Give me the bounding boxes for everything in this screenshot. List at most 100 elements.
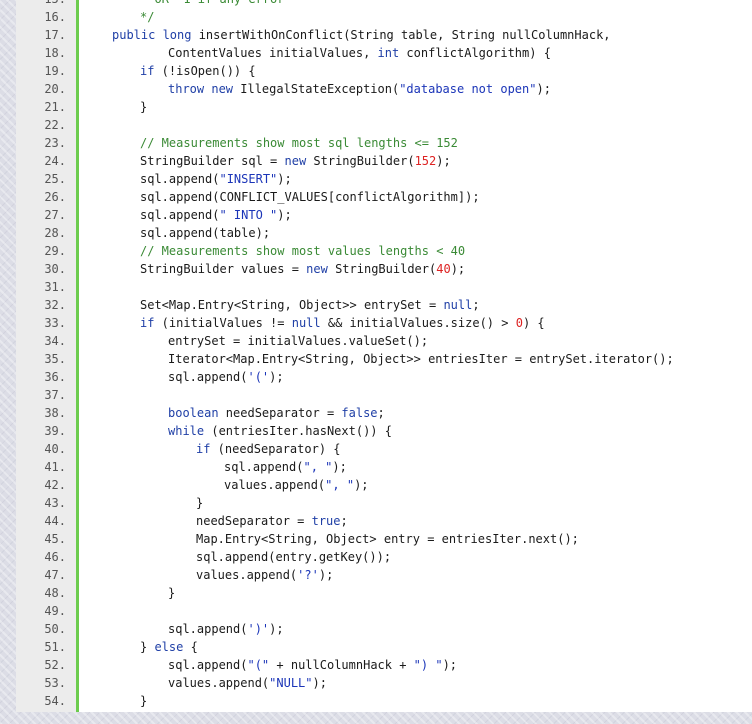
code-text: values.append(", ");: [224, 476, 369, 494]
code-number: 40: [436, 262, 451, 276]
code-line: 32.Set<Map.Entry<String, Object>> entryS…: [16, 296, 752, 314]
line-number: 51.: [44, 640, 66, 654]
code-token: insertWithOnConflict(String table, Strin…: [191, 28, 611, 42]
line-number: 29.: [44, 244, 66, 258]
code-token: (entriesIter.hasNext()) {: [204, 424, 392, 438]
code-line: 52.sql.append("(" + nullColumnHack + ") …: [16, 656, 752, 674]
line-number: 30.: [44, 262, 66, 276]
line-number-gutter: [16, 0, 79, 712]
code-line: 47. values.append('?');: [16, 566, 752, 584]
page-background-strip: [0, 712, 752, 724]
code-token: );: [450, 262, 466, 276]
code-text: if (initialValues != null && initialValu…: [140, 314, 545, 332]
code-keyword: null: [291, 316, 321, 330]
code-keyword: int: [377, 46, 400, 60]
code-token: );: [332, 460, 347, 474]
code-token: conflictAlgorithm) {: [399, 46, 551, 60]
code-line: 38.boolean needSeparator = false;: [16, 404, 752, 422]
line-number: 33.: [44, 316, 66, 330]
code-line: 26.sql.append(CONFLICT_VALUES[conflictAl…: [16, 188, 752, 206]
code-token: needSeparator =: [196, 514, 312, 528]
code-line: 31.: [16, 278, 752, 296]
code-text: sql.append(')');: [168, 620, 284, 638]
line-number: 20.: [44, 82, 66, 96]
code-token: sql.append(: [168, 658, 248, 672]
code-line: 30.StringBuilder values = new StringBuil…: [16, 260, 752, 278]
code-text: sql.append(entry.getKey());: [196, 548, 391, 566]
code-token: ;: [472, 298, 480, 312]
code-token: StringBuilder(: [306, 154, 415, 168]
code-token: Iterator<Map.Entry<String, Object>> entr…: [168, 352, 674, 366]
line-number: 24.: [44, 154, 66, 168]
line-number: 26.: [44, 190, 66, 204]
code-comment: // Measurements show most values lengths…: [140, 244, 466, 258]
line-number: 42.: [44, 478, 66, 492]
code-string: '?': [297, 568, 319, 582]
code-text: public long insertWithOnConflict(String …: [112, 26, 611, 44]
code-text: throw new IllegalStateException("databas…: [168, 80, 551, 98]
code-token: }: [140, 640, 155, 654]
line-number: 36.: [44, 370, 66, 384]
code-keyword: new: [306, 262, 328, 276]
code-token: ;: [377, 406, 385, 420]
line-number: 44.: [44, 514, 66, 528]
code-line: 39. while (entriesIter.hasNext()) {: [16, 422, 752, 440]
code-text: ContentValues initialValues, int conflic…: [168, 44, 551, 62]
code-text: StringBuilder sql = new StringBuilder(15…: [140, 152, 451, 170]
code-text: sql.append("(" + nullColumnHack + ") ");: [168, 656, 457, 674]
code-text: values.append('?');: [196, 566, 333, 584]
line-number: 37.: [44, 388, 66, 402]
code-token: StringBuilder sql =: [140, 154, 285, 168]
code-token: }: [168, 586, 176, 600]
code-line: 50.sql.append(')');: [16, 620, 752, 638]
code-token: );: [354, 478, 369, 492]
line-number: 47.: [44, 568, 66, 582]
code-string: ')': [247, 622, 270, 636]
code-text: while (entriesIter.hasNext()) {: [168, 422, 392, 440]
code-token: {: [183, 640, 198, 654]
code-line: 15. * OR -1 if any error: [16, 0, 752, 8]
code-line: 46. sql.append(entry.getKey());: [16, 548, 752, 566]
code-keyword: if: [140, 64, 155, 78]
code-string: " INTO ": [219, 208, 278, 222]
code-token: StringBuilder(: [327, 262, 437, 276]
code-token: );: [312, 676, 327, 690]
code-token: Map.Entry<String, Object> entry = entrie…: [196, 532, 579, 546]
code-keyword: boolean: [168, 406, 219, 420]
code-text: Iterator<Map.Entry<String, Object>> entr…: [168, 350, 674, 368]
code-text: sql.append(table);: [140, 224, 270, 242]
line-number: 34.: [44, 334, 66, 348]
line-number: 54.: [44, 694, 66, 708]
line-number: 53.: [44, 676, 66, 690]
code-token: );: [318, 568, 334, 582]
line-number: 39.: [44, 424, 66, 438]
code-token: sql.append(: [140, 208, 220, 222]
code-line: 28.sql.append(table);: [16, 224, 752, 242]
code-text: needSeparator = true;: [196, 512, 348, 530]
code-line: 53.values.append("NULL");: [16, 674, 752, 692]
line-number: 49.: [44, 604, 66, 618]
code-token: sql.append(: [168, 370, 248, 384]
code-string: '(': [247, 370, 270, 384]
code-text: sql.append("INSERT");: [140, 170, 292, 188]
line-number: 35.: [44, 352, 66, 366]
code-text: Map.Entry<String, Object> entry = entrie…: [196, 530, 579, 548]
code-text: }: [140, 692, 147, 710]
code-token: );: [436, 154, 451, 168]
code-token: );: [269, 622, 284, 636]
code-string: "(": [247, 658, 270, 672]
line-number: 15.: [16, 0, 66, 8]
code-number: 152: [414, 154, 437, 168]
code-token: entrySet = initialValues.valueSet();: [168, 334, 429, 348]
code-text: } else {: [140, 638, 198, 656]
line-number: 46.: [44, 550, 66, 564]
code-panel: 15.* OR -1 if any error16.*/17.public lo…: [16, 0, 752, 712]
code-line: 35. Iterator<Map.Entry<String, Object>> e…: [16, 350, 752, 368]
code-line: 16.*/: [16, 8, 752, 26]
code-text: entrySet = initialValues.valueSet();: [168, 332, 428, 350]
code-comment: * OR -1 if any error: [140, 0, 285, 6]
code-token: + nullColumnHack +: [269, 658, 414, 672]
code-line: 23.// Measurements show most sql lengths…: [16, 134, 752, 152]
code-string: "database not open": [399, 82, 537, 96]
line-number: 38.: [44, 406, 66, 420]
